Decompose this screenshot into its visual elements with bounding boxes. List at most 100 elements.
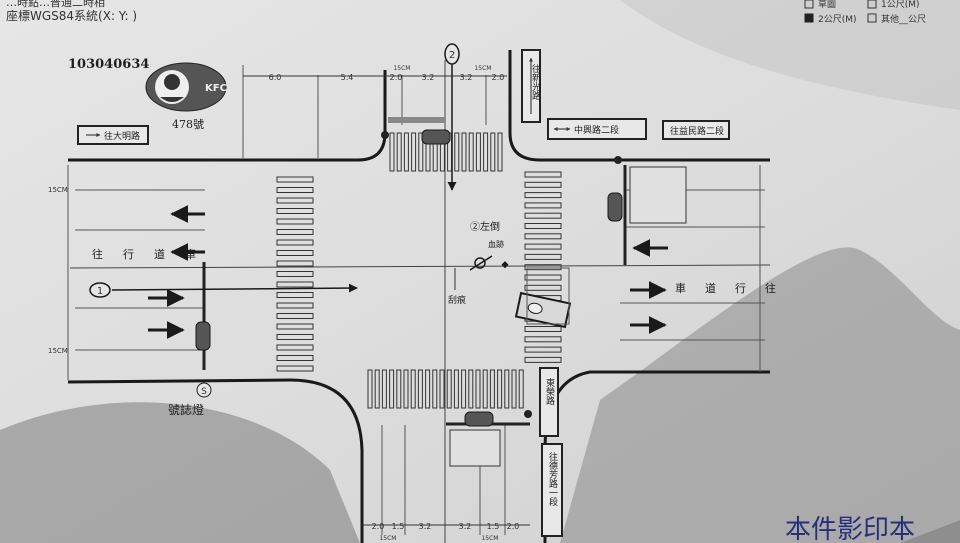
crosswalk-stripe: [276, 365, 314, 372]
road-label-north: 往新光路: [530, 63, 541, 101]
crosswalk-stripe: [276, 281, 314, 288]
crosswalk-stripe: [524, 284, 562, 291]
north-dimension-value: 6.0: [269, 73, 282, 82]
crosswalk-stripe: [276, 187, 314, 193]
signal-south: [464, 411, 494, 427]
phone-shadow: [560, 247, 960, 543]
crosswalk-stripe: [524, 202, 562, 209]
south-dimension-value: 3.2: [459, 522, 472, 531]
edge-sw: [67, 378, 364, 543]
crosswalk-stripe: [483, 132, 489, 172]
edge-ne: [508, 50, 770, 162]
signal-poles: [381, 131, 622, 418]
crosswalk-stripe: [497, 369, 503, 409]
road-label-south-near: 東榮路: [544, 377, 555, 406]
crosswalk-stripe: [524, 356, 562, 363]
kfc-address: 478號: [172, 118, 204, 131]
crosswalk-stripe: [276, 260, 314, 267]
crosswalk-stripe: [497, 132, 503, 172]
road-label-south-far: 往德芳路一段: [547, 451, 558, 507]
north-dimension-value: 2.0: [492, 73, 505, 82]
crosswalk-stripe: [475, 369, 481, 409]
crosswalk-stripe: [417, 369, 423, 409]
crosswalk-stripe: [482, 369, 488, 409]
south-dimension-value: 2.0: [507, 522, 520, 531]
crosswalk-stripe: [276, 355, 314, 361]
crosswalk-stripe: [468, 369, 474, 409]
legend-box-4: [867, 13, 877, 23]
south-lane-lines: [381, 425, 506, 535]
crosswalk-stripe: [276, 313, 314, 319]
crosswalk-stripe: [389, 132, 395, 172]
crosswalk-west: [276, 176, 314, 372]
crosswalk-stripe: [276, 334, 314, 340]
crosswalk-stripe: [524, 212, 562, 219]
crosswalk-stripe: [461, 369, 467, 409]
crosswalk-stripe: [453, 369, 459, 409]
crosswalk-stripe: [276, 292, 314, 298]
east-lane-char: 往: [765, 281, 776, 295]
west-lane-char: 車: [185, 247, 196, 261]
crosswalk-stripe: [490, 132, 496, 172]
copy-watermark: 本件影印本: [785, 515, 915, 543]
crosswalk-stripe: [425, 369, 431, 409]
crosswalk-stripe: [276, 218, 314, 225]
crosswalk-stripe: [396, 369, 402, 409]
north-dimension-value: 2.0: [390, 73, 403, 82]
crosswalk-stripe: [276, 239, 314, 246]
crosswalk-stripe: [439, 369, 445, 409]
legend-box-2: [867, 0, 877, 9]
signal-east: [607, 192, 623, 222]
vehicle-1-label: 1: [97, 286, 103, 297]
north-dimension-value: 5.4: [341, 73, 354, 82]
vehicle-2-marker: [444, 43, 460, 65]
west-lane-char: 行: [123, 248, 134, 261]
signal-light-label: 號誌燈: [168, 402, 204, 417]
crosswalk-stripe: [276, 250, 314, 256]
south-dimension-value: 1.5: [487, 522, 500, 531]
coord-system: 座標WGS84系統(X: Y: ): [6, 8, 137, 23]
crosswalk-stripe: [276, 323, 314, 330]
west-15cm-bottom: 15CM: [48, 347, 68, 355]
vehicle-2-label: 2: [449, 50, 455, 61]
legend-option-1: 草圖: [818, 0, 836, 10]
south-island: [449, 429, 501, 467]
accident-area-box: [526, 267, 570, 325]
legend-option-2: 1公尺(M): [881, 0, 920, 10]
legend-box-3-checked: [804, 13, 814, 23]
north-dimension-value: 3.2: [422, 73, 435, 82]
header-top-line: …時點…普通二時相: [6, 0, 105, 9]
north-15cm-label: 15CM: [474, 65, 491, 72]
crosswalk-stripe: [403, 132, 409, 172]
crosswalk-stripe: [367, 369, 373, 409]
road-label-east-far-box: [662, 120, 730, 140]
crosswalk-stripe: [524, 274, 562, 281]
west-lane-char: 道: [154, 247, 165, 261]
road-label-west-box: [77, 125, 149, 145]
crosswalk-stripe: [524, 326, 562, 332]
west-arrows: [148, 205, 205, 339]
crosswalk-stripe: [468, 132, 474, 172]
crosswalk-stripe: [504, 369, 510, 409]
east-lane-char: 道: [705, 281, 716, 295]
crosswalk-stripe: [524, 243, 562, 250]
crosswalk-stripe: [461, 132, 467, 172]
west-15cm-top: 15CM: [48, 186, 68, 194]
blood-note: 血跡: [488, 239, 504, 249]
crosswalk-stripe: [276, 271, 314, 277]
north-lane-lines: [242, 65, 487, 158]
south-15cm-label: 15CM: [481, 535, 498, 542]
kfc-logo: KFC: [145, 62, 227, 112]
kfc-logo-text: KFC: [205, 83, 227, 94]
crosswalk-stripe: [446, 369, 452, 409]
crosswalk-stripe: [475, 132, 481, 172]
crosswalk-stripe: [524, 192, 562, 199]
crosswalk-stripe: [489, 369, 495, 409]
south-dimension-value: 3.2: [419, 522, 432, 531]
north-dimension-value: 3.2: [460, 73, 473, 82]
north-15cm-label: 15CM: [393, 65, 410, 72]
crosswalk-stripe: [403, 369, 409, 409]
crosswalk-stripe: [524, 336, 562, 343]
traffic-signals: [195, 129, 623, 427]
